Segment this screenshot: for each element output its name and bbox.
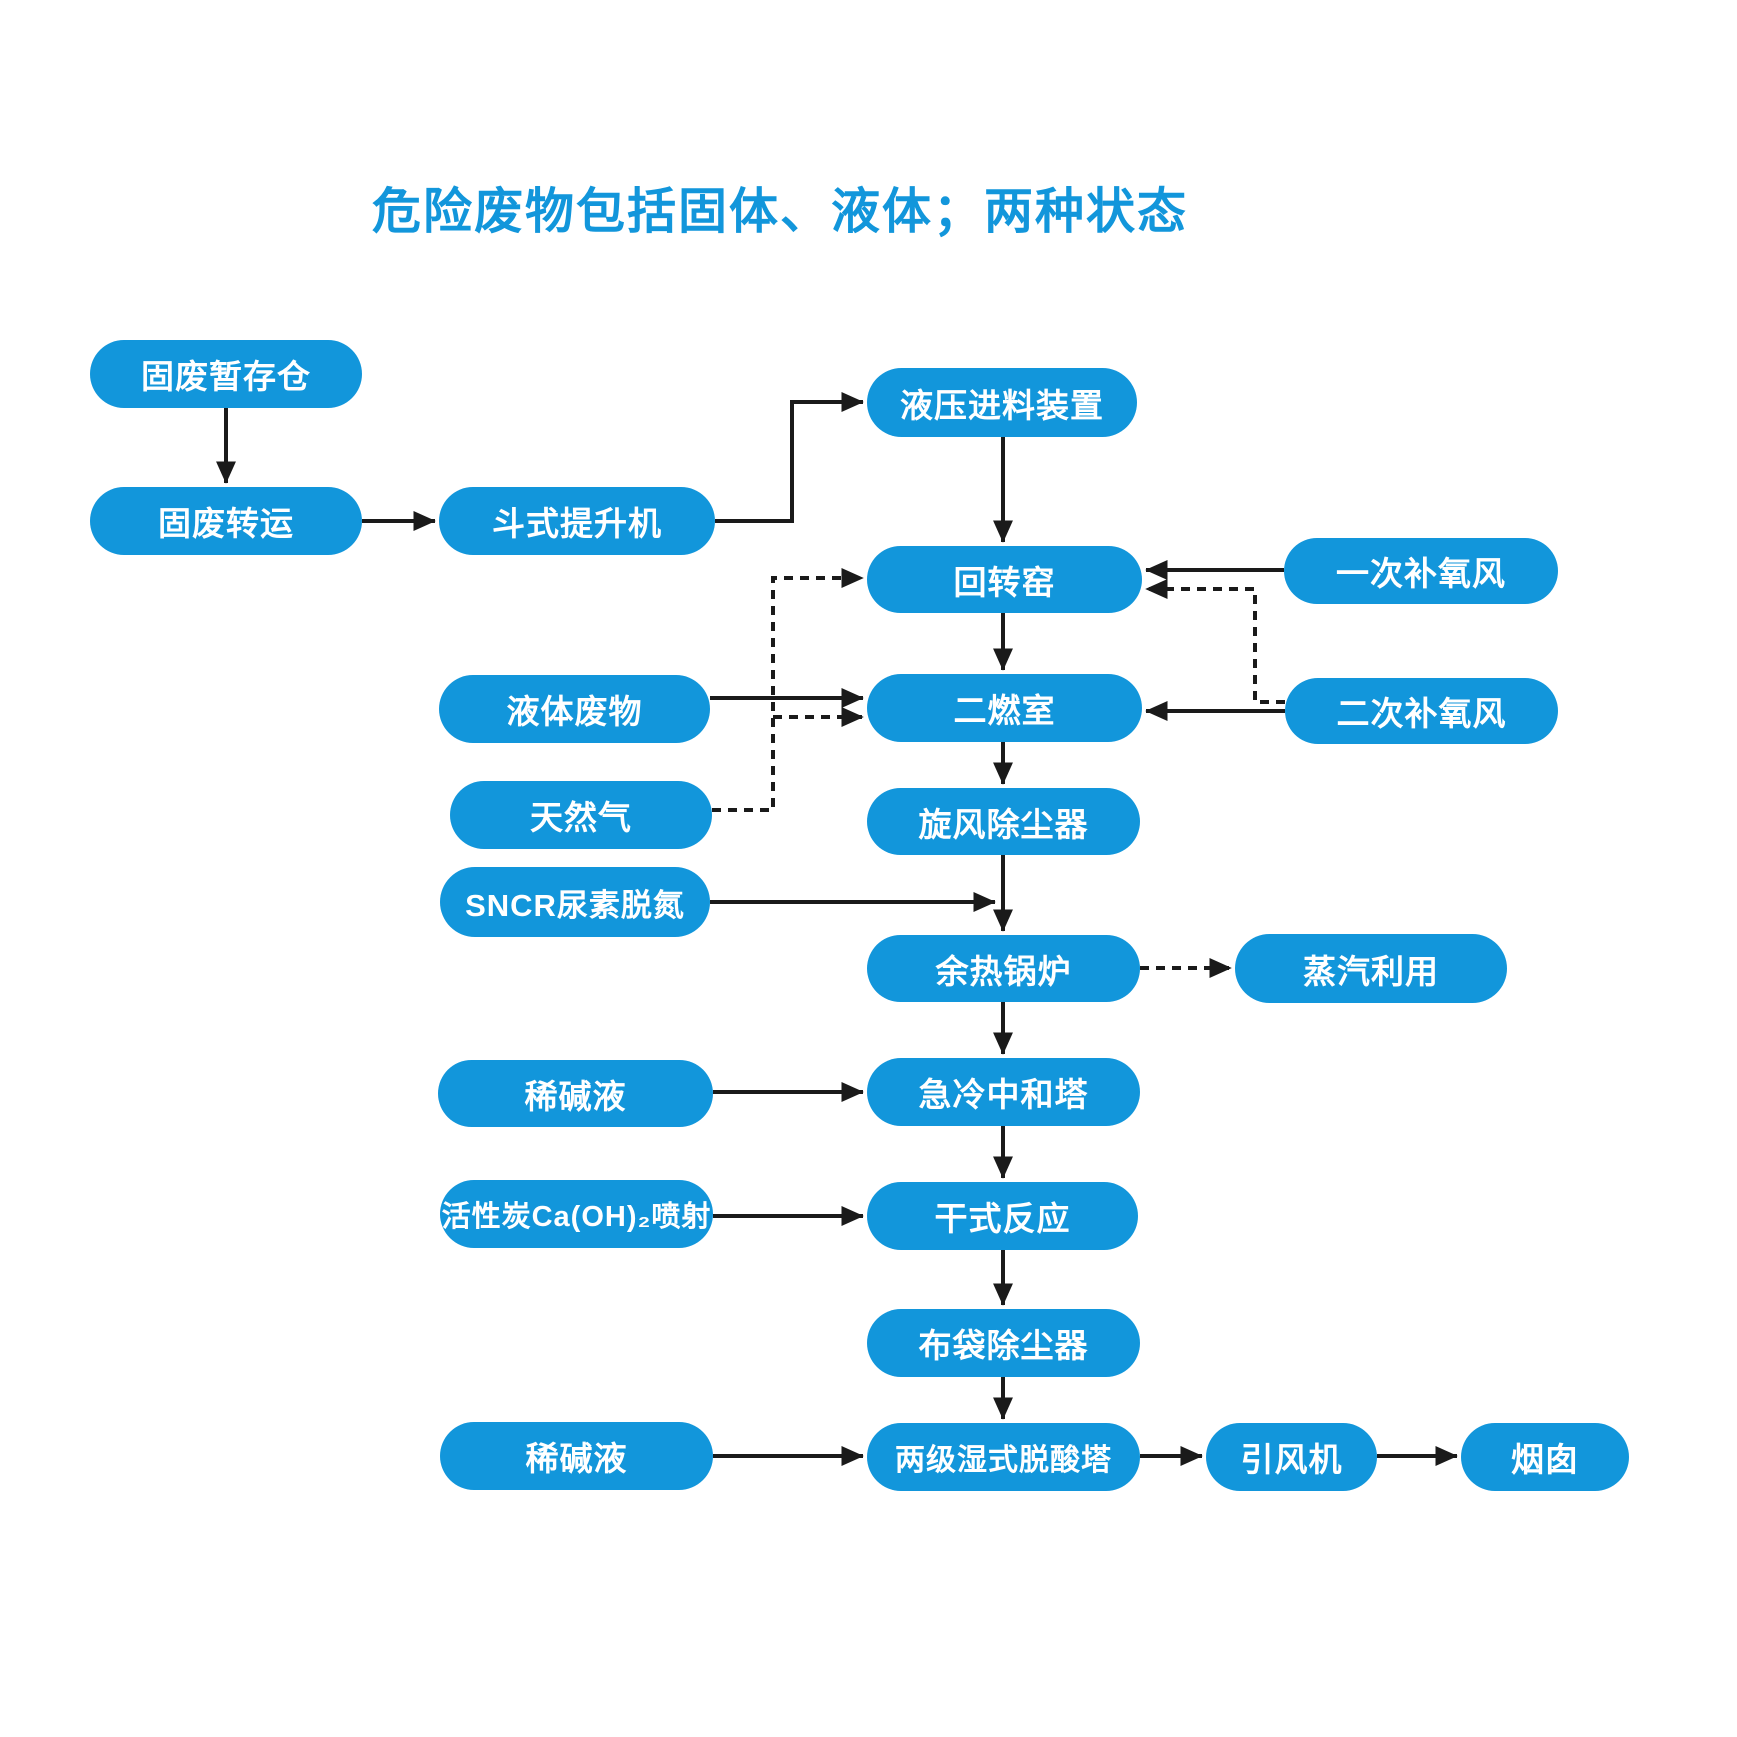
node-induced-draft-fan: 引风机	[1206, 1423, 1377, 1491]
node-secondary-combustion: 二燃室	[867, 674, 1142, 742]
edge-naturalgas-to-kiln	[712, 568, 864, 812]
node-bucket-elevator: 斗式提升机	[439, 487, 715, 555]
node-cyclone-dust-collector: 旋风除尘器	[867, 788, 1140, 855]
node-hydraulic-feeder: 液压进料装置	[867, 368, 1137, 437]
node-steam-utilization: 蒸汽利用	[1235, 934, 1507, 1003]
node-activated-carbon-caoh2: 活性炭Ca(OH)₂喷射	[440, 1180, 713, 1248]
node-dry-reaction: 干式反应	[867, 1182, 1138, 1250]
node-bag-filter: 布袋除尘器	[867, 1309, 1140, 1377]
edge-elevator-to-feeder	[715, 392, 864, 523]
node-solid-waste-transfer: 固废转运	[90, 487, 362, 555]
node-sncr-urea-denitration: SNCR尿素脱氮	[440, 867, 710, 937]
node-secondary-oxygen-air: 二次补氧风	[1285, 678, 1558, 744]
node-two-stage-wet-deacid: 两级湿式脱酸塔	[867, 1423, 1140, 1491]
node-primary-oxygen-air: 一次补氧风	[1284, 538, 1558, 604]
node-natural-gas: 天然气	[450, 781, 712, 849]
node-dilute-alkali-1: 稀碱液	[438, 1060, 713, 1127]
node-quench-neutralize-tower: 急冷中和塔	[867, 1058, 1140, 1126]
node-solid-waste-storage: 固废暂存仓	[90, 340, 362, 408]
node-dilute-alkali-2: 稀碱液	[440, 1422, 713, 1490]
node-liquid-waste: 液体废物	[439, 675, 710, 743]
node-rotary-kiln: 回转窑	[867, 546, 1142, 613]
node-chimney: 烟囱	[1461, 1423, 1629, 1491]
edge-secondaryair-to-kiln	[1145, 579, 1285, 704]
diagram-title: 危险废物包括固体、液体；两种状态	[371, 185, 1188, 239]
node-waste-heat-boiler: 余热锅炉	[867, 935, 1140, 1002]
